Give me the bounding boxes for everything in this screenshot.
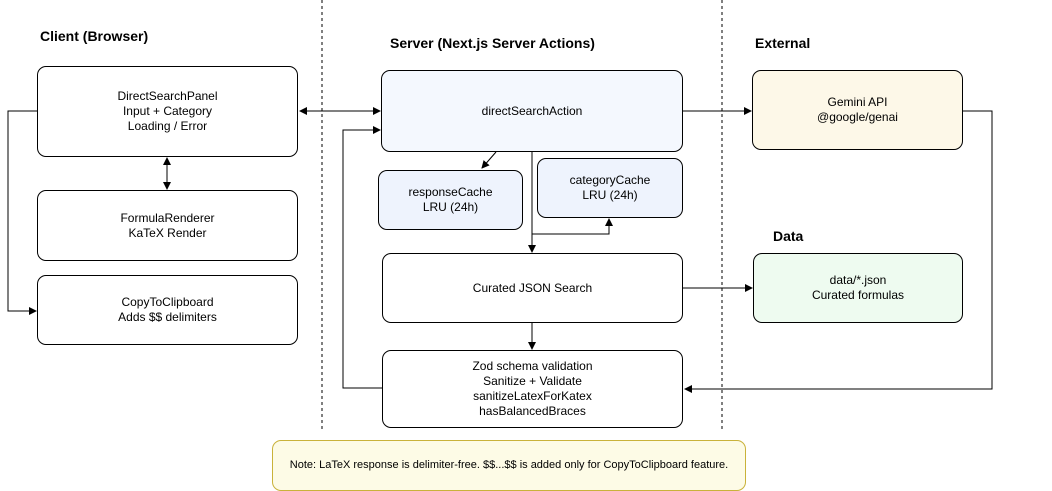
box-line: Zod schema validation bbox=[472, 359, 593, 373]
note-box: Note: LaTeX response is delimiter-free. … bbox=[272, 440, 746, 491]
arrow-action-responsecache bbox=[481, 151, 497, 169]
note-text: Note: LaTeX response is delimiter-free. … bbox=[289, 459, 729, 471]
formula-renderer-box: FormulaRenderer KaTeX Render bbox=[37, 190, 298, 261]
curated-json-search-box: Curated JSON Search bbox=[382, 253, 683, 323]
box-line: LRU (24h) bbox=[422, 200, 479, 214]
section-title-server: Server (Next.js Server Actions) bbox=[390, 35, 595, 51]
box-line: FormulaRenderer bbox=[120, 210, 215, 225]
response-cache-box: responseCache LRU (24h) bbox=[378, 170, 523, 230]
box-line: hasBalancedBraces bbox=[479, 404, 586, 418]
arrow-panel-copy bbox=[7, 110, 37, 315]
box-line: @google/genai bbox=[817, 110, 898, 124]
box-line: data/*.json bbox=[829, 273, 887, 287]
box-line: Loading / Error bbox=[127, 119, 208, 133]
data-json-box: data/*.json Curated formulas bbox=[753, 253, 963, 323]
box-line: Sanitize + Validate bbox=[483, 374, 582, 388]
section-title-data: Data bbox=[773, 228, 804, 244]
category-cache-box: categoryCache LRU (24h) bbox=[537, 158, 683, 218]
box-line: Input + Category bbox=[122, 104, 213, 118]
section-title-external: External bbox=[755, 35, 811, 51]
box-line: Curated JSON Search bbox=[472, 280, 593, 295]
box-line: categoryCache bbox=[569, 173, 651, 187]
zod-validation-box: Zod schema validation Sanitize + Validat… bbox=[382, 350, 683, 428]
box-line: LRU (24h) bbox=[582, 188, 638, 202]
copy-to-clipboard-box: CopyToClipboard Adds $$ delimiters bbox=[37, 275, 298, 345]
box-line: responseCache bbox=[408, 185, 493, 199]
gemini-api-box: Gemini API @google/genai bbox=[752, 70, 963, 150]
direct-search-panel-box: DirectSearchPanel Input + Category Loadi… bbox=[37, 66, 298, 157]
direct-search-action-box: directSearchAction bbox=[381, 70, 683, 152]
box-line: Adds $$ delimiters bbox=[118, 310, 217, 324]
arrow-zod-action bbox=[342, 126, 382, 389]
box-line: Curated formulas bbox=[811, 288, 905, 302]
box-line: CopyToClipboard bbox=[121, 295, 214, 309]
box-line: directSearchAction bbox=[481, 103, 583, 118]
arrow-gemini-zod bbox=[684, 110, 993, 393]
section-title-client: Client (Browser) bbox=[40, 28, 149, 44]
arrow-branch-categorycache bbox=[532, 218, 613, 235]
box-line: Gemini API bbox=[827, 95, 888, 109]
box-line: sanitizeLatexForKatex bbox=[473, 389, 592, 403]
box-line: KaTeX Render bbox=[128, 225, 207, 240]
box-line: DirectSearchPanel bbox=[117, 89, 218, 103]
